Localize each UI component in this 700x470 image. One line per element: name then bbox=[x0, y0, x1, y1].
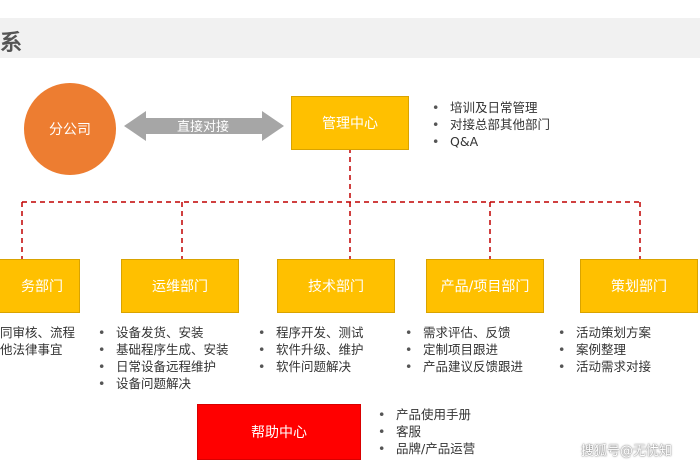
watermark: 搜狐号@无忧知 bbox=[581, 444, 673, 459]
bullet-item: 客服 bbox=[378, 423, 475, 440]
bullet-item: 培训及日常管理 bbox=[432, 99, 550, 116]
bullet-item: 对接总部其他部门 bbox=[432, 116, 550, 133]
bullet-item: 活动需求对接 bbox=[558, 358, 651, 375]
management-center-bullets: 培训及日常管理 对接总部其他部门 Q&A bbox=[432, 99, 550, 150]
bullet-item: 他法律事宜 bbox=[0, 341, 75, 358]
bullet-item: 定制项目跟进 bbox=[405, 341, 523, 358]
bullet-item: 同审核、流程 bbox=[0, 324, 75, 341]
double-arrow bbox=[124, 111, 284, 141]
bullet-item: 案例整理 bbox=[558, 341, 651, 358]
department-node-planning: 策划部门 bbox=[580, 259, 698, 313]
department-node-ops: 运维部门 bbox=[121, 259, 239, 313]
bullet-item: 软件升级、维护 bbox=[258, 341, 364, 358]
bullet-item: Q&A bbox=[432, 133, 550, 150]
department-node-tech: 技术部门 bbox=[277, 259, 395, 313]
help-center-node: 帮助中心 bbox=[197, 404, 361, 460]
department-bullets-planning: 活动策划方案 案例整理 活动需求对接 bbox=[558, 324, 651, 375]
bullet-item: 需求评估、反馈 bbox=[405, 324, 523, 341]
bullet-item: 设备发货、安装 bbox=[98, 324, 229, 341]
bullet-item: 产品建议反馈跟进 bbox=[405, 358, 523, 375]
bullet-item: 日常设备远程维护 bbox=[98, 358, 229, 375]
branch-company-node: 分公司 bbox=[24, 83, 116, 175]
bullet-item: 品牌/产品运营 bbox=[378, 440, 475, 457]
department-node-product: 产品/项目部门 bbox=[426, 259, 544, 313]
bullet-item: 程序开发、测试 bbox=[258, 324, 364, 341]
department-bullets-legal: 同审核、流程 他法律事宜 bbox=[0, 324, 75, 358]
bullet-item: 产品使用手册 bbox=[378, 406, 475, 423]
title-bar bbox=[0, 18, 700, 58]
department-bullets-ops: 设备发货、安装 基础程序生成、安装 日常设备远程维护 设备问题解决 bbox=[98, 324, 229, 392]
department-bullets-product: 需求评估、反馈 定制项目跟进 产品建议反馈跟进 bbox=[405, 324, 523, 375]
link-label: 直接对接 bbox=[176, 120, 229, 135]
bullet-item: 软件问题解决 bbox=[258, 358, 364, 375]
page-title: 系 bbox=[0, 31, 23, 56]
bullet-item: 活动策划方案 bbox=[558, 324, 651, 341]
department-bullets-tech: 程序开发、测试 软件升级、维护 软件问题解决 bbox=[258, 324, 364, 375]
bullet-item: 基础程序生成、安装 bbox=[98, 341, 229, 358]
help-center-bullets: 产品使用手册 客服 品牌/产品运营 bbox=[378, 406, 475, 457]
department-node-legal: 务部门 bbox=[0, 259, 80, 313]
management-center-node: 管理中心 bbox=[291, 96, 409, 150]
bullet-item: 设备问题解决 bbox=[98, 375, 229, 392]
